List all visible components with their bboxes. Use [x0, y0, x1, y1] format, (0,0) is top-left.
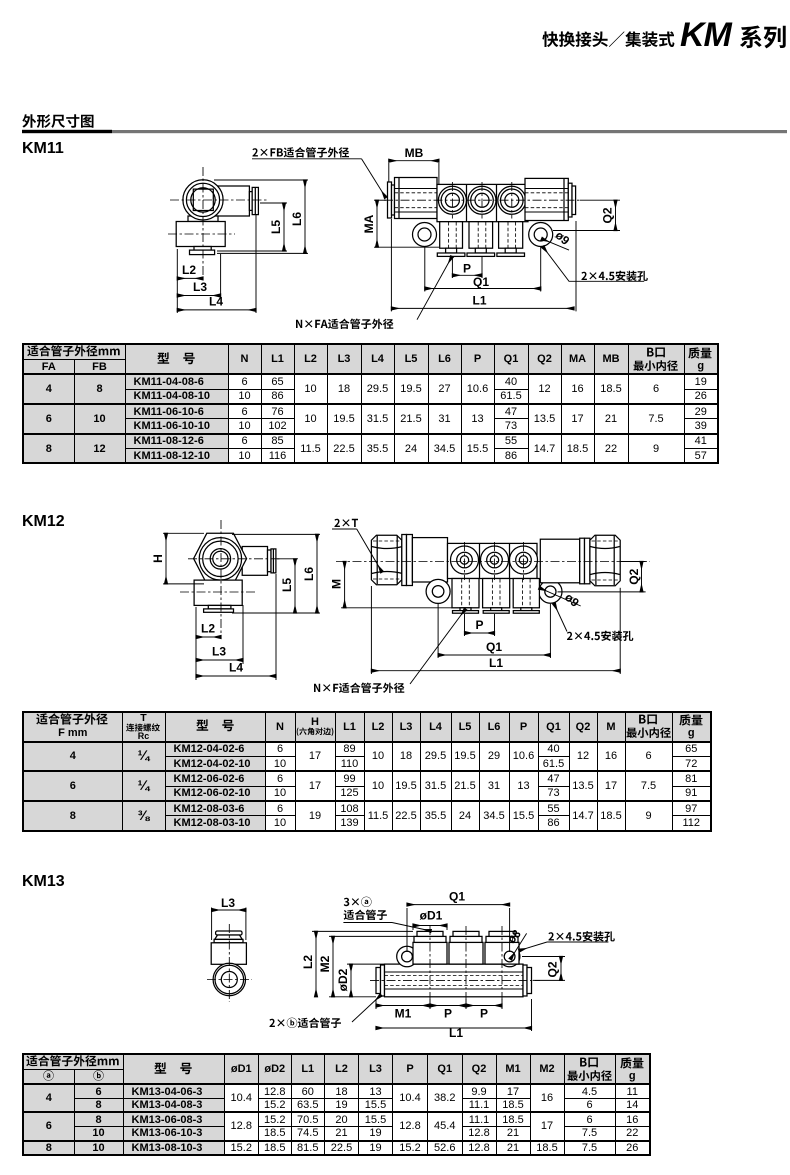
svg-text:L3: L3 — [212, 645, 226, 659]
svg-text:Q2: Q2 — [546, 961, 560, 977]
svg-text:L1: L1 — [449, 1026, 463, 1040]
svg-text:KM: KM — [680, 16, 733, 52]
svg-text:MB: MB — [405, 146, 424, 160]
svg-text:L3: L3 — [193, 280, 207, 294]
svg-text:L5: L5 — [269, 220, 283, 234]
svg-text:P: P — [463, 262, 471, 276]
svg-text:P: P — [480, 1007, 488, 1021]
svg-text:ø9: ø9 — [562, 590, 582, 610]
svg-text:L2: L2 — [201, 622, 215, 636]
svg-text:L4: L4 — [209, 294, 223, 308]
svg-text:Q2: Q2 — [627, 568, 641, 584]
svg-text:L1: L1 — [489, 656, 503, 670]
svg-text:Q1: Q1 — [486, 640, 502, 654]
svg-text:L5: L5 — [280, 578, 294, 592]
svg-text:øD2: øD2 — [336, 968, 350, 991]
svg-text:M: M — [330, 579, 344, 589]
svg-text:M1: M1 — [395, 1007, 412, 1021]
svg-text:L4: L4 — [229, 661, 243, 675]
svg-text:Q1: Q1 — [449, 890, 465, 904]
svg-text:H: H — [151, 554, 165, 563]
svg-text:P: P — [444, 1007, 452, 1021]
svg-text:øD1: øD1 — [420, 909, 443, 923]
svg-text:M2: M2 — [318, 955, 332, 972]
svg-text:Q1: Q1 — [473, 275, 489, 289]
svg-text:L3: L3 — [221, 896, 235, 910]
svg-text:L1: L1 — [472, 294, 486, 308]
svg-text:L6: L6 — [302, 567, 316, 581]
svg-text:L2: L2 — [301, 955, 315, 969]
svg-text:L6: L6 — [290, 212, 304, 226]
svg-text:MA: MA — [362, 214, 376, 233]
svg-text:Q2: Q2 — [601, 207, 615, 223]
svg-text:L2: L2 — [182, 263, 196, 277]
svg-text:P: P — [475, 618, 483, 632]
